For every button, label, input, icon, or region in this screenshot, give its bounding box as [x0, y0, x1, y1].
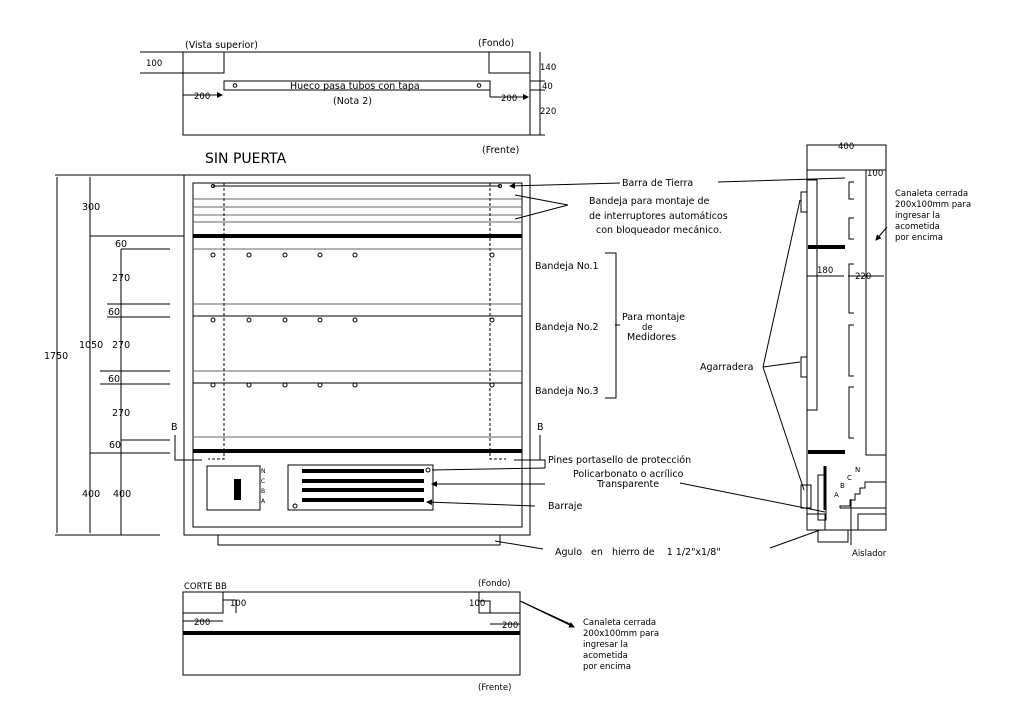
- side-view: 400 100 180 220 N C B A Aislador Canalet…: [800, 142, 971, 559]
- dim-label: 270: [112, 408, 130, 419]
- top-view-front: (Frente): [482, 145, 519, 156]
- channel-label: ingresar la: [895, 211, 940, 221]
- dim-label: 200: [501, 94, 517, 104]
- dim-label: 60: [108, 307, 120, 318]
- section-marker: B: [171, 422, 178, 433]
- insulator-label: Aislador: [852, 549, 887, 559]
- dim-label: 220: [540, 107, 556, 117]
- dim-label: 60: [109, 440, 121, 451]
- dim-label: 100: [469, 599, 485, 609]
- tray-label: Bandeja para montaje de: [589, 196, 709, 207]
- note-label: (Nota 2): [333, 96, 372, 107]
- dim-label: 270: [112, 340, 130, 351]
- tray-2-label: Bandeja No.2: [535, 322, 599, 333]
- phase-label: N: [261, 468, 266, 475]
- dim-label: 400: [82, 489, 100, 500]
- dim-label: 300: [82, 202, 100, 213]
- dim-label: 60: [108, 374, 120, 385]
- dim-label: 1750: [44, 351, 68, 362]
- dim-label: 200: [194, 92, 210, 102]
- dim-label: 1050: [79, 340, 103, 351]
- tray-3-label: Bandeja No.3: [535, 386, 599, 397]
- meters-label: Medidores: [627, 332, 676, 343]
- dim-label: 100: [867, 169, 883, 179]
- angle-label: Agulo en hierro de 1 1/2"x1/8": [555, 547, 721, 558]
- front-view: SIN PUERTA N C B A: [44, 151, 846, 558]
- front-view-title: SIN PUERTA: [205, 151, 287, 167]
- dim-label: 400: [113, 489, 131, 500]
- dim-label: 100: [230, 599, 246, 609]
- section-title: CORTE BB: [184, 582, 227, 592]
- channel-label: por encima: [583, 662, 631, 672]
- phase-label: C: [261, 478, 265, 485]
- dim-label: 140: [540, 63, 556, 73]
- phase-label: C: [847, 474, 852, 482]
- busbar-label: Barraje: [548, 501, 582, 512]
- phase-label: N: [855, 466, 860, 474]
- dim-label: 400: [838, 142, 854, 152]
- tray-label: con bloqueador mecánico.: [596, 225, 722, 236]
- tray-label: de interruptores automáticos: [589, 211, 728, 222]
- dim-label: 40: [542, 82, 553, 92]
- channel-label: Canaleta cerrada: [583, 618, 656, 628]
- dim-label: 100: [146, 59, 162, 69]
- dim-label: 270: [112, 273, 130, 284]
- ground-bar-label: Barra de Tierra: [622, 178, 693, 189]
- channel-label: acometida: [583, 651, 628, 661]
- pins-label: Pines portasello de protección: [548, 455, 691, 466]
- dim-label: 180: [817, 266, 833, 276]
- top-view-title: (Vista superior): [185, 40, 258, 51]
- phase-label: A: [834, 491, 839, 499]
- dim-label: 200: [502, 621, 518, 631]
- meters-label: Para montaje: [622, 312, 685, 323]
- dim-label: 200: [194, 618, 210, 628]
- section-back: (Fondo): [478, 579, 510, 589]
- top-view-back: (Fondo): [478, 38, 514, 49]
- phase-label: B: [261, 488, 265, 495]
- channel-label: Canaleta cerrada: [895, 189, 968, 199]
- section-bb: CORTE BB (Fondo) (Frente) 100 100 200 20…: [182, 579, 659, 693]
- dim-label: 60: [115, 239, 127, 250]
- channel-label: acometida: [895, 222, 940, 232]
- busbar-box: [287, 464, 434, 511]
- meter-box: [206, 465, 261, 511]
- dim-label: 220: [855, 272, 871, 282]
- section-front: (Frente): [478, 683, 511, 693]
- meters-label: de: [642, 323, 653, 333]
- channel-label: por encima: [895, 233, 943, 243]
- channel-label: 200x100mm para: [583, 629, 659, 639]
- section-marker: B: [537, 422, 544, 433]
- polycarbonate-label: Transparente: [596, 479, 659, 490]
- top-view: (Vista superior) (Fondo) (Frente) Hueco …: [140, 38, 556, 156]
- channel-label: 200x100mm para: [895, 200, 971, 210]
- handle-label: Agarradera: [700, 362, 753, 373]
- phase-label: B: [840, 482, 845, 490]
- polycarbonate-label: Policarbonato o acrílico: [573, 469, 684, 480]
- phase-label: A: [261, 498, 266, 505]
- tray-1-label: Bandeja No.1: [535, 261, 599, 272]
- hole-label: Hueco pasa tubos con tapa: [290, 81, 420, 92]
- channel-label: ingresar la: [583, 640, 628, 650]
